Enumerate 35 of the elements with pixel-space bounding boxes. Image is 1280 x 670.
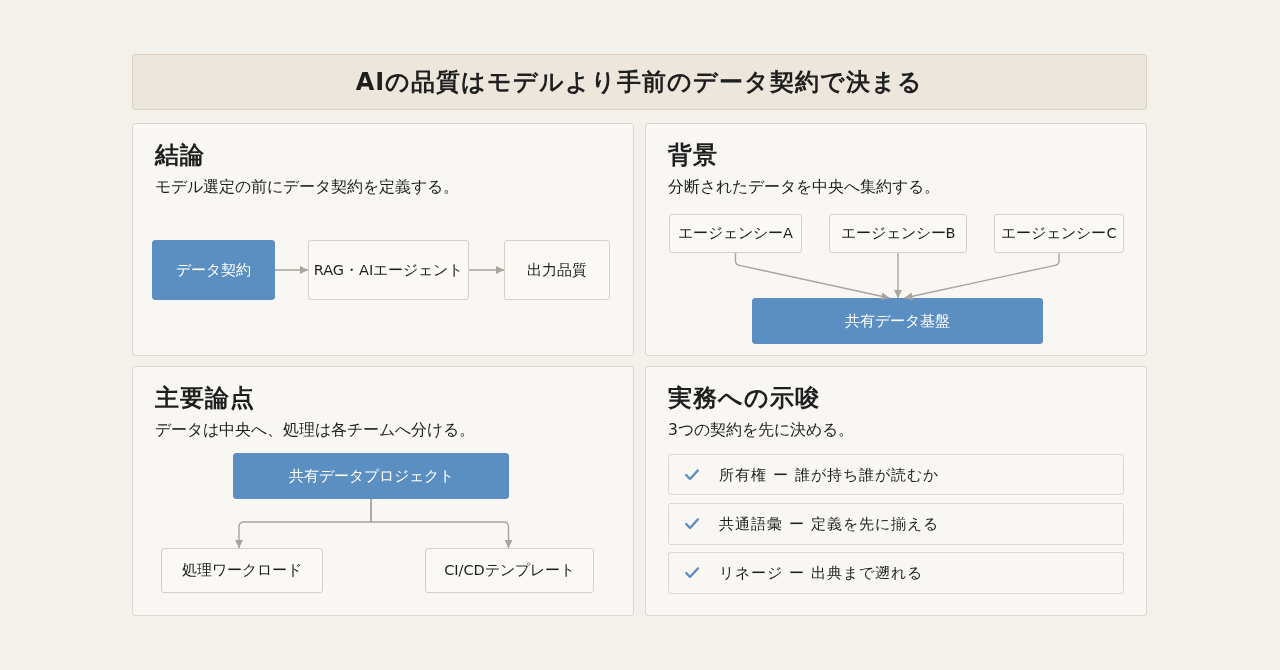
section-panel (132, 366, 634, 616)
checklist-item (668, 552, 1124, 594)
arrow (903, 252, 1060, 301)
process-box: 処理ワークロード (161, 548, 323, 593)
item-text: 共通語彙 ー 定義を先に揃える (719, 514, 939, 534)
section-subtitle: 分断されたデータを中央へ集約する。 (668, 178, 940, 197)
checklist-item (668, 454, 1124, 495)
title-banner: AIの品質はモデルより手前のデータ契約で決まる (132, 54, 1147, 110)
arrow (370, 498, 513, 549)
checklist-item (668, 503, 1124, 545)
arrow (894, 252, 902, 299)
section-subtitle: データは中央へ、処理は各チームへ分ける。 (155, 421, 475, 440)
process-box: データ契約 (152, 240, 275, 300)
section-heading: 結論 (155, 141, 205, 170)
item-text: 所有権 ー 誰が持ち誰が読むか (719, 465, 939, 484)
item-text: リネージ ー 出典まで遡れる (719, 563, 923, 583)
process-box: 出力品質 (504, 240, 610, 300)
section-panel (645, 366, 1147, 616)
arrow (734, 252, 891, 301)
section-heading: 主要論点 (155, 384, 255, 413)
process-box: RAG・AIエージェント (308, 240, 469, 300)
section-panel (645, 123, 1147, 356)
section-subtitle: 3つの契約を先に決める。 (668, 421, 854, 440)
process-box: CI/CDテンプレート (425, 548, 594, 593)
process-box: エージェンシーC (994, 214, 1124, 253)
process-box: 共有データプロジェクト (233, 453, 509, 499)
section-subtitle: モデル選定の前にデータ契約を定義する。 (155, 178, 459, 197)
section-heading: 背景 (668, 141, 718, 170)
process-box: 共有データ基盤 (752, 298, 1043, 344)
arrow (274, 266, 309, 274)
process-box: エージェンシーB (829, 214, 967, 253)
arrow (468, 266, 505, 274)
section-panel (132, 123, 634, 356)
section-heading: 実務への示唆 (668, 384, 820, 413)
process-box: エージェンシーA (669, 214, 802, 253)
